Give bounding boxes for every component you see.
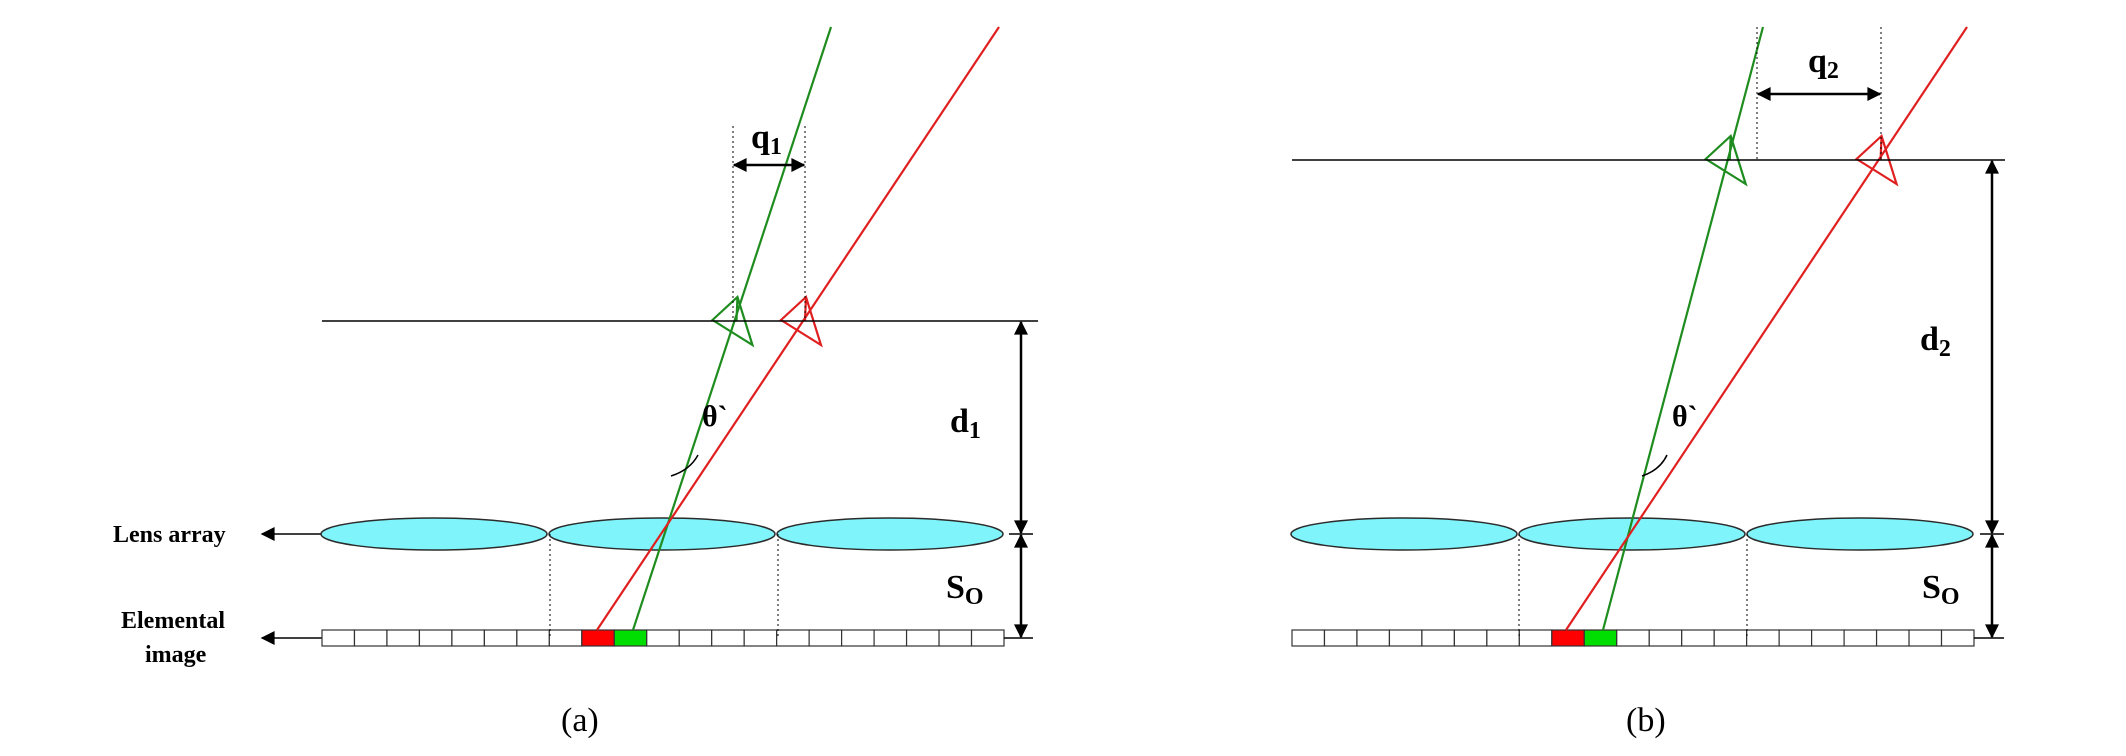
- elemental-pixel: [321, 629, 356, 647]
- elemental-pixel: [1940, 629, 1975, 647]
- elemental-pixel: [1551, 629, 1585, 647]
- elemental-image-a: [321, 629, 1005, 647]
- red-ray: [1565, 26, 1968, 631]
- elemental-pixel: [1453, 629, 1488, 647]
- elemental-pixel: [1713, 629, 1748, 647]
- elemental-pixel: [516, 629, 550, 647]
- green-ray: [631, 26, 833, 631]
- elemental-pixel: [1388, 629, 1423, 647]
- caption-b: (b): [1626, 702, 1666, 739]
- elemental-pixel: [1421, 629, 1455, 647]
- caption-a: (a): [561, 702, 599, 739]
- so-label-a: SO: [946, 569, 984, 610]
- elemental-image-b: [1291, 629, 1975, 647]
- elemental-pixel: [1616, 629, 1650, 647]
- elemental-pixel: [1778, 629, 1813, 647]
- lens: [320, 517, 548, 551]
- elemental-pixel: [711, 629, 745, 647]
- elemental-pixel: [613, 629, 648, 647]
- elemental-pixel: [743, 629, 778, 647]
- elemental-pixel: [841, 629, 875, 647]
- elemental-pixel: [1908, 629, 1943, 647]
- elemental-pixel: [646, 629, 680, 647]
- elemental-image-label-line1: Elemental: [121, 608, 225, 634]
- rays-b: [1565, 26, 1968, 631]
- green-ray: [1601, 26, 1765, 631]
- panel-a: q1 d1 SO θ` (a): [320, 26, 1038, 739]
- side-labels: Lens array Elemental image: [113, 522, 322, 668]
- theta-angle-arc: [1641, 454, 1668, 477]
- elemental-pixel: [418, 629, 453, 647]
- so-label-b: SO: [1922, 569, 1960, 610]
- lens: [776, 517, 1004, 551]
- d-label-b: d2: [1920, 321, 1951, 362]
- lens: [1746, 517, 1974, 551]
- elemental-pixel: [548, 629, 583, 647]
- elemental-pixel: [386, 629, 421, 647]
- elemental-pixel: [1323, 629, 1358, 647]
- elemental-pixel: [1648, 629, 1683, 647]
- elemental-pixel: [581, 629, 615, 647]
- elemental-pixel: [938, 629, 973, 647]
- elemental-pixel: [1746, 629, 1780, 647]
- panel-b: q2 d2 SO θ` (b): [1290, 26, 2005, 739]
- lens-array-label: Lens array: [113, 522, 226, 548]
- elemental-pixel: [1875, 629, 1910, 647]
- elemental-pixel: [1518, 629, 1553, 647]
- elemental-pixel: [353, 629, 388, 647]
- elemental-pixel: [678, 629, 713, 647]
- elemental-pixel: [451, 629, 485, 647]
- elemental-pixel: [1291, 629, 1326, 647]
- elemental-pixel: [970, 629, 1005, 647]
- elemental-pixel: [1486, 629, 1520, 647]
- d-label-a: d1: [950, 403, 981, 444]
- elemental-pixel: [873, 629, 908, 647]
- elemental-pixel: [1843, 629, 1878, 647]
- red-ray: [596, 26, 1000, 631]
- theta-label-a: θ`: [702, 400, 728, 433]
- dimensions-b: [1292, 27, 2005, 639]
- elemental-pixel: [1356, 629, 1391, 647]
- elemental-pixel: [905, 629, 940, 647]
- elemental-pixel: [483, 629, 518, 647]
- elemental-pixel: [808, 629, 843, 647]
- theta-label-b: θ`: [1672, 400, 1698, 433]
- dimensions-a: [322, 126, 1038, 639]
- lens-array-b: [1290, 517, 1974, 551]
- elemental-pixel: [776, 629, 810, 647]
- elemental-pixel: [1811, 629, 1845, 647]
- theta-angle-arc: [670, 454, 699, 477]
- elemental-image-label-line2: image: [145, 642, 207, 668]
- elemental-pixel: [1583, 629, 1618, 647]
- lens: [1290, 517, 1518, 551]
- elemental-pixel: [1681, 629, 1715, 647]
- rays-a: [596, 26, 1000, 631]
- q-label-a: q1: [751, 119, 782, 160]
- q-label-b: q2: [1808, 43, 1839, 84]
